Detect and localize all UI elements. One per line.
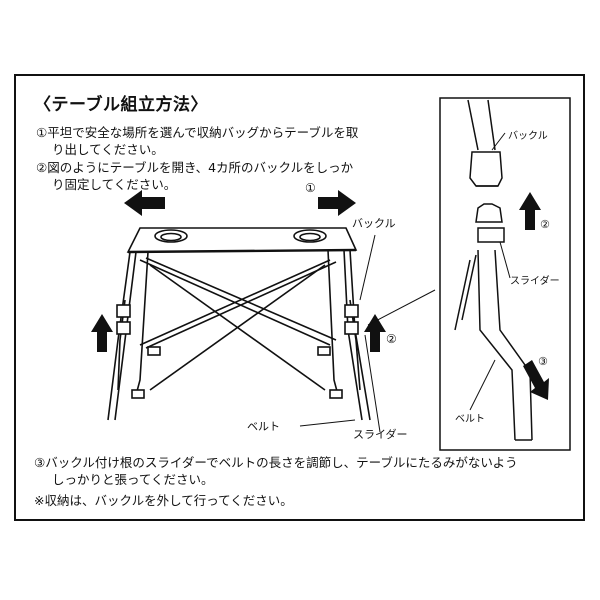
marker-step2-main: ② bbox=[386, 332, 397, 346]
arrow-left-icon bbox=[124, 190, 165, 216]
arrow-right-icon bbox=[318, 190, 356, 216]
arrow-down-detail-icon bbox=[523, 360, 549, 400]
label-buckle-main: バックル bbox=[352, 217, 396, 230]
step3-line2: しっかりと張ってください。 bbox=[52, 472, 214, 487]
slider-detail-icon bbox=[477, 227, 505, 243]
table-leg-rear-left bbox=[135, 251, 149, 396]
instruction-frame bbox=[14, 74, 585, 521]
marker-step3-detail: ③ bbox=[538, 355, 548, 368]
step1-line2: り出してください。 bbox=[52, 142, 164, 157]
label-belt-detail: ベルト bbox=[455, 414, 485, 425]
step1-line1: ①平坦で安全な場所を選んで収納バッグからテーブルを取 bbox=[36, 125, 359, 140]
step2-line1: ②図のようにテーブルを開き、4カ所のバックルをしっか‌ bbox=[36, 160, 354, 175]
label-belt-main: ベルト bbox=[247, 420, 280, 433]
arrow-up-detail-icon bbox=[519, 192, 541, 230]
table-illustration bbox=[107, 227, 371, 421]
page-title: 〈テーブル組立方法〉 bbox=[34, 95, 208, 115]
step3-line1: ③バックル付け根のスライダーでベルトの長さを調節し、テーブルにたるみがないよう bbox=[34, 455, 518, 470]
arrow-up-right-icon bbox=[364, 314, 386, 352]
marker-step1: ① bbox=[305, 181, 316, 195]
label-slider-main: スライダー bbox=[353, 428, 408, 441]
buckle-left-icon bbox=[116, 304, 131, 318]
buckle-detail-icon bbox=[469, 151, 503, 187]
detail-pointer-line bbox=[367, 289, 436, 326]
step2-line2: り固定してください。 bbox=[52, 177, 177, 192]
buckle-right-icon bbox=[344, 304, 359, 318]
table-leg-front-left bbox=[107, 251, 131, 421]
detail-illustration bbox=[454, 99, 533, 441]
label-slider-detail: スライダー bbox=[510, 276, 560, 287]
table-leg-rear-right bbox=[327, 249, 339, 396]
arrow-up-left-icon bbox=[91, 314, 113, 352]
leader-belt-main bbox=[299, 419, 356, 427]
storage-note: ※収納は、バックルを外して行ってください。 bbox=[34, 493, 293, 508]
table-leg-front-right bbox=[349, 249, 371, 421]
marker-step2-detail: ② bbox=[540, 218, 550, 231]
leader-buckle-main bbox=[359, 234, 376, 301]
label-buckle-detail: バックル bbox=[508, 131, 548, 142]
leader-slider-main bbox=[364, 334, 381, 433]
